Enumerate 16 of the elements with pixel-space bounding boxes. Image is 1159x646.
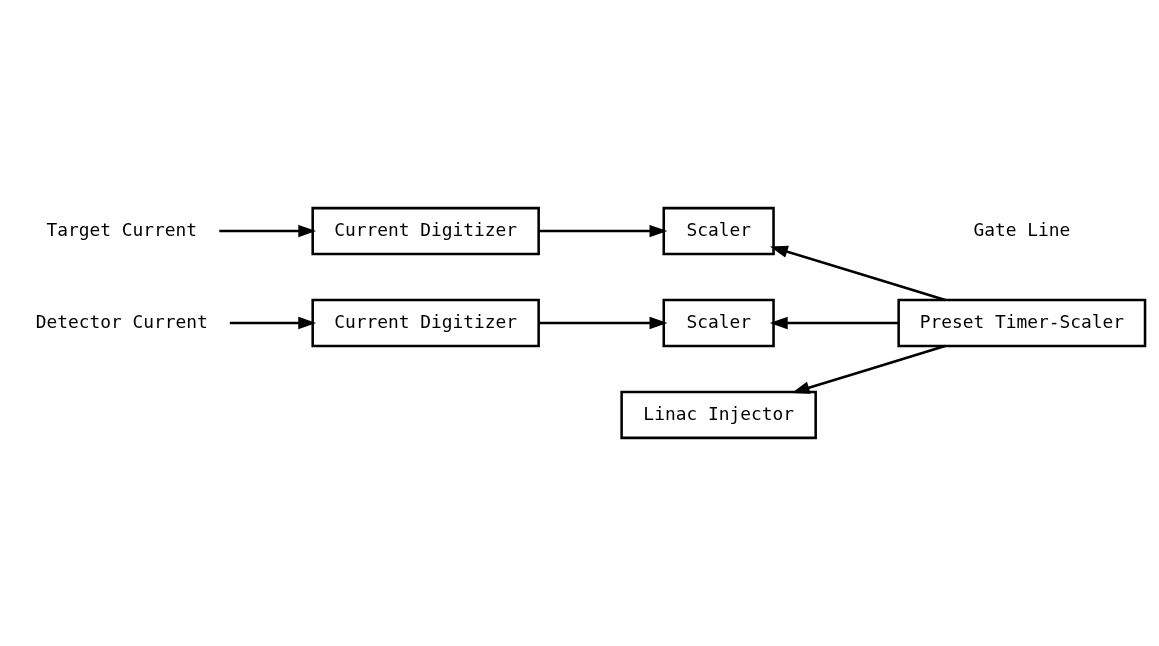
node-box: Preset Timer-Scaler: [897, 298, 1147, 348]
arrow: [791, 344, 946, 394]
arrow: [538, 224, 668, 238]
arrow: [769, 316, 899, 330]
arrow: [229, 316, 317, 330]
arrow: [219, 224, 317, 238]
arrow: [769, 245, 946, 302]
node-box: Linac Injector: [620, 390, 817, 440]
node-box: Scaler: [662, 206, 775, 256]
node-box: Scaler: [662, 298, 775, 348]
arrow: [538, 316, 668, 330]
label: Gate Line: [973, 218, 1071, 240]
node-text: Target Current: [46, 218, 198, 240]
node-text: Detector Current: [35, 310, 208, 332]
node-box: Current Digitizer: [311, 298, 540, 348]
node-box: Current Digitizer: [311, 206, 540, 256]
